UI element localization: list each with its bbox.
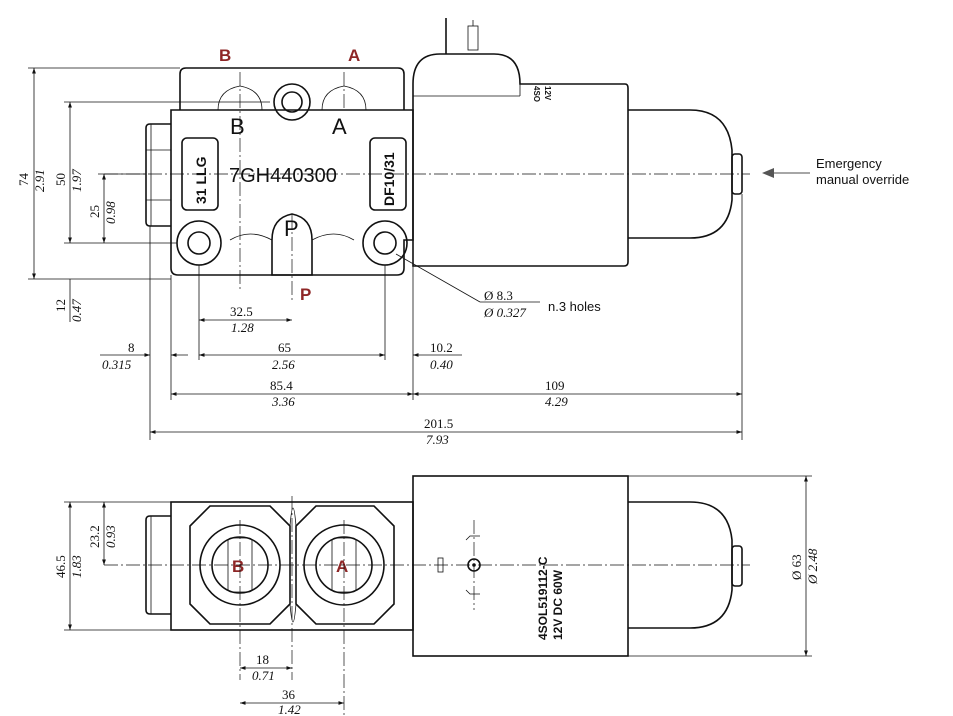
top-port-housing: [179, 67, 405, 110]
dim-65-in: 2.56: [272, 357, 295, 372]
dim-232: 23.2: [87, 525, 102, 548]
valve-body: [170, 109, 414, 276]
dim-65: 65: [278, 340, 291, 355]
dim-18: 18: [256, 652, 269, 667]
top-mount-hole-outer: [273, 83, 311, 121]
dim-102-in: 0.40: [430, 357, 453, 372]
dim-854: 85.4: [270, 378, 293, 393]
dim-8: 8: [128, 340, 135, 355]
holes-leader: [395, 253, 481, 303]
dim-32: 32.5: [230, 304, 253, 319]
dim-74-in: 2.91: [32, 169, 47, 192]
connector-corner: [465, 589, 480, 595]
web-right: [311, 233, 355, 241]
dim-25-in: 0.98: [103, 201, 118, 224]
dim-465: 46.5: [53, 555, 68, 578]
bottom-right-hole-outer: [362, 220, 408, 266]
connector-tab: [467, 25, 479, 51]
port-face-b: [189, 505, 291, 625]
coil-side-text-a: 4SO: [532, 86, 541, 102]
side-port-b: B: [232, 557, 244, 576]
side-override-button: [731, 545, 743, 587]
emergency-label-1: Emergency: [816, 156, 882, 171]
port-a-label: A: [348, 46, 360, 65]
dim-12-in: 0.47: [69, 299, 84, 322]
body-mark-a: A: [332, 114, 347, 139]
web-left: [229, 233, 273, 241]
dim-50-in: 1.97: [69, 169, 84, 192]
side-web-top: [289, 507, 297, 527]
model-number: 7GH440300: [229, 165, 337, 187]
side-left-plug: [145, 515, 171, 615]
dim-854-in: 3.36: [271, 394, 295, 409]
emergency-label-2: manual override: [816, 172, 909, 187]
dim-63-in: Ø 2.48: [805, 548, 820, 585]
dim-50: 50: [53, 173, 68, 186]
body-mark-p: P: [284, 216, 299, 241]
side-coil: [412, 475, 629, 657]
dim-2015-in: 7.93: [426, 432, 449, 447]
dim-102: 10.2: [430, 340, 453, 355]
side-web-bottom: [289, 603, 297, 623]
dim-36: 36: [282, 687, 296, 702]
top-view: B A P B A P 7GH440300 31 LLG DF10/31 4SO…: [16, 18, 909, 447]
side-view: B A 4SOL519112-C 12V DC 60W 46.5 1.83 23…: [53, 475, 820, 716]
dim-8-in: 0.315: [102, 357, 132, 372]
dim-63: Ø 63: [789, 554, 804, 580]
bottom-left-hole-inner: [187, 231, 211, 255]
port-face-a: [295, 505, 395, 625]
bottom-right-hole-inner: [373, 231, 397, 255]
dim-36-in: 1.42: [278, 702, 301, 716]
right-tag-text: DF10/31: [381, 152, 397, 206]
coil-rating: 12V DC 60W: [551, 569, 565, 640]
arrow-left-icon-head: [762, 168, 774, 178]
dim-12: 12: [53, 299, 68, 312]
dim-74: 74: [16, 173, 31, 187]
dim-109-in: 4.29: [545, 394, 568, 409]
dim-109: 109: [545, 378, 565, 393]
side-port-a: A: [336, 557, 348, 576]
left-tag-text: 31 LLG: [193, 156, 209, 204]
dim-2015: 201.5: [424, 416, 453, 431]
dim-25: 25: [87, 205, 102, 218]
holes-dia-mm: Ø 8.3: [484, 288, 513, 303]
left-plug: [145, 123, 171, 227]
port-b-label: B: [219, 46, 231, 65]
holes-count: n.3 holes: [548, 299, 601, 314]
coil-side-text-b: 12V: [543, 86, 552, 101]
top-mount-hole-inner: [281, 91, 303, 113]
dim-232-in: 0.93: [103, 525, 118, 548]
bottom-left-hole-outer: [176, 220, 222, 266]
body-mark-b: B: [230, 114, 245, 139]
dim-32-in: 1.28: [231, 320, 254, 335]
connector-corner: [465, 535, 480, 541]
dim-465-in: 1.83: [69, 555, 84, 578]
port-p-label: P: [300, 285, 311, 304]
dim-18-in: 0.71: [252, 668, 275, 683]
coil-code: 4SOL519112-C: [536, 556, 550, 640]
holes-dia-in: Ø 0.327: [483, 305, 526, 320]
coil-body: [412, 53, 629, 267]
